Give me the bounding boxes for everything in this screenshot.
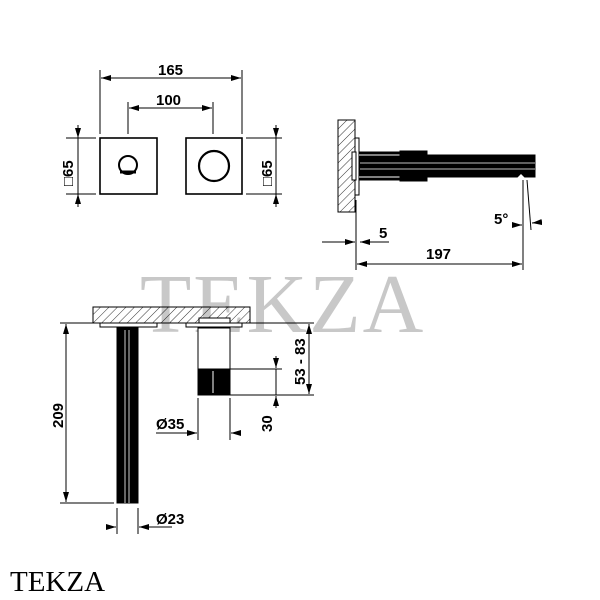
side-view (322, 119, 543, 270)
mixer-handle (118, 155, 138, 175)
dim-diameter-23: Ø23 (156, 511, 184, 528)
dim-30: 30 (259, 415, 276, 432)
spout-plate (185, 137, 243, 195)
spout-outlet (197, 149, 231, 183)
handle-grip (197, 368, 231, 396)
front-view (66, 70, 282, 207)
dim-65-right: □65 (259, 160, 276, 186)
dim-100: 100 (156, 92, 181, 109)
dim-5: 5 (379, 225, 387, 242)
spout-top (116, 327, 139, 504)
spout-side (426, 154, 536, 178)
watermark: TEKZA (140, 258, 425, 351)
dim-5-degree: 5° (494, 211, 508, 228)
dim-65-left: □65 (60, 160, 77, 186)
dim-209: 209 (50, 403, 67, 428)
dim-197: 197 (426, 246, 451, 263)
brand-logo-text: TEKZA (10, 566, 106, 598)
mixer-plate (99, 137, 158, 195)
dim-53-83: 53 - 83 (292, 338, 309, 385)
dim-diameter-35: Ø35 (156, 416, 184, 433)
top-view (60, 306, 314, 534)
dim-165: 165 (158, 62, 183, 79)
